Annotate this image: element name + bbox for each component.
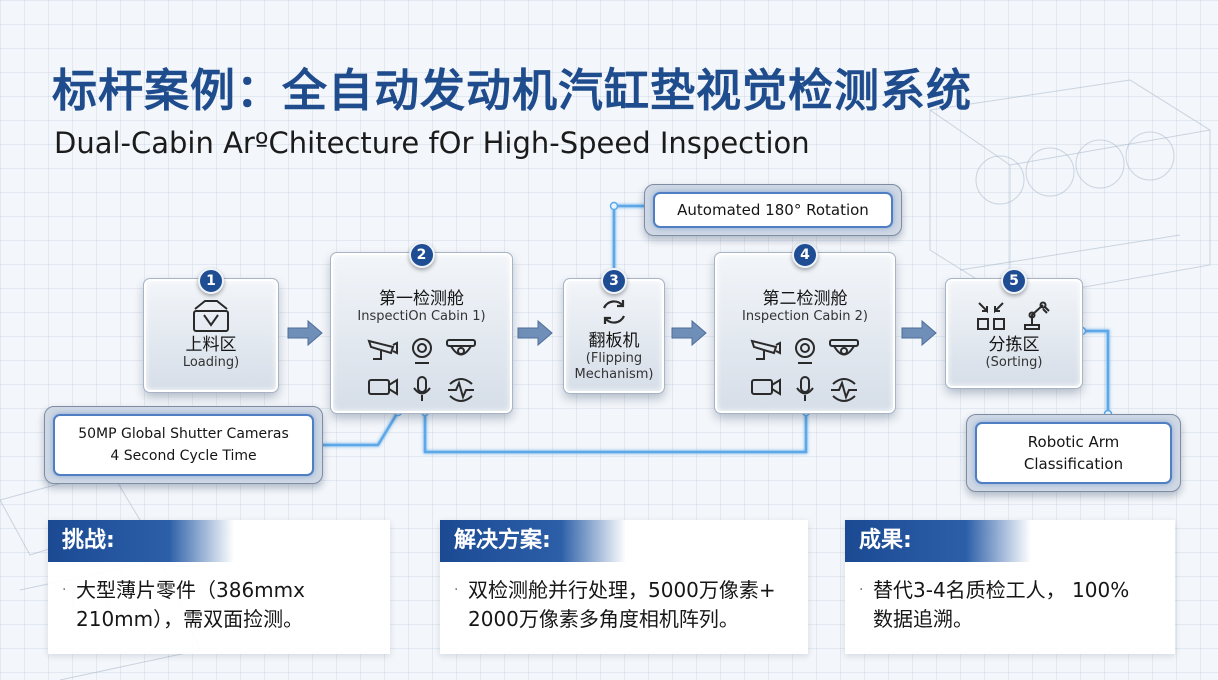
step-label-cn: 上料区 (185, 335, 237, 355)
callout-cameras: 50MP Global Shutter Cameras 4 Second Cyc… (44, 406, 323, 484)
connector-cameras (323, 411, 400, 447)
bullet-dot: · (859, 582, 864, 598)
step-label-en: (Flipping (585, 351, 643, 366)
panel-title: 挑战: (48, 520, 234, 562)
dome-camera-icon (445, 339, 476, 356)
microphone-icon (796, 376, 814, 401)
step-label-cn: 第二检测舱 (762, 289, 848, 309)
panel-line-1: 替代3-4名质检工人， 100% (873, 578, 1130, 602)
step-label-cn: 翻板机 (588, 331, 640, 351)
microphone-icon (412, 376, 431, 401)
step-sorting: 5 分拣区 (Sorting) (945, 268, 1083, 389)
panel-text: · 双检测舱并行处理，5000万像素+ 2000万像素多角度相机阵列。 (454, 576, 796, 634)
panel-line-2: 数据追溯。 (873, 607, 973, 631)
robot-arm-icon (1024, 301, 1050, 330)
camera-array (363, 337, 480, 403)
callout-robot-line2: Classification (1023, 455, 1124, 473)
sensor-icon (830, 378, 857, 402)
callout-rotation: Automated 180° Rotation (644, 184, 902, 236)
video-camera-icon (367, 378, 398, 396)
page-subtitle: Dual-Cabin ArºChitecture fOr High-Speed … (54, 126, 810, 160)
callout-rotation-text: Automated 180° Rotation (677, 201, 869, 219)
panel-line-1: 双检测舱并行处理，5000万像素+ (468, 578, 776, 602)
sensor-icon (447, 378, 474, 402)
sort-arrows-icon (977, 302, 1005, 330)
video-camera-icon (751, 378, 782, 396)
panel-text: · 替代3-4名质检工人， 100% 数据追溯。 (859, 576, 1163, 634)
step-badge-2: 2 (408, 242, 435, 268)
arrow-3-4 (671, 319, 707, 347)
step-inspection-cabin-2: 4 第二检测舱 Inspection Cabin 2) (714, 242, 896, 414)
webcam-icon (794, 338, 815, 364)
bullet-dot: · (454, 582, 459, 598)
step-flipping-mechanism: 3 翻板机 (Flipping Mechanism) (563, 268, 665, 394)
callout-cameras-line1: 50MP Global Shutter Cameras (78, 426, 289, 442)
step-loading: 1 上料区 Loading) (143, 268, 279, 393)
step-badge-4: 4 (792, 242, 818, 268)
callout-robot-line1: Robotic Arm (1027, 433, 1120, 451)
connector-robot (1082, 329, 1110, 414)
panel-line-2: 2000万像素多角度相机阵列。 (468, 607, 739, 631)
step-label-en: (Sorting) (985, 355, 1043, 370)
step-label-en: Loading) (182, 355, 240, 370)
callout-robot: Robotic Arm Classification (966, 414, 1181, 492)
panel-challenge: 挑战: · 大型薄片零件（386mmx 210mm），需双面捡测。 (48, 520, 390, 654)
panel-line-1: 大型薄片零件（386mmx (76, 578, 305, 602)
connector-rotation (612, 204, 646, 268)
server-tray-icon (193, 300, 229, 332)
arrow-2-3 (517, 319, 553, 347)
dome-camera-icon (828, 339, 859, 356)
step-badge-1: 1 (198, 268, 224, 294)
panel-title: 成果: (845, 520, 1031, 562)
callout-cameras-line2: 4 Second Cycle Time (110, 448, 257, 464)
panel-results: 成果: · 替代3-4名质检工人， 100% 数据追溯。 (845, 520, 1175, 654)
panel-title: 解决方案: (440, 520, 626, 562)
panel-text: · 大型薄片零件（386mmx 210mm），需双面捡测。 (62, 576, 378, 634)
step-label-en: InspectiOn Cabin 1) (357, 309, 486, 324)
webcam-icon (411, 338, 432, 364)
step-label-cn: 第一检测舱 (379, 289, 464, 309)
camera-array (747, 337, 863, 403)
page-title: 标杆案例：全自动发动机汽缸垫视觉检测系统 (52, 64, 973, 117)
step-badge-3: 3 (601, 268, 627, 294)
step-inspection-cabin-1: 2 第一检测舱 InspectiOn Cabin 1) (330, 242, 513, 414)
rotate-arrows-icon (602, 300, 626, 324)
cctv-camera-icon (366, 339, 398, 360)
step-label-en: Inspection Cabin 2) (742, 309, 868, 324)
connector-cabins (423, 412, 808, 454)
step-badge-5: 5 (1001, 268, 1027, 294)
cctv-camera-icon (750, 339, 782, 360)
arrow-1-2 (287, 319, 323, 347)
panel-line-2: 210mm），需双面捡测。 (76, 607, 304, 631)
arrow-4-5 (901, 319, 937, 347)
step-label-cn: 分拣区 (988, 335, 1040, 355)
bullet-dot: · (62, 582, 67, 598)
panel-solution: 解决方案: · 双检测舱并行处理，5000万像素+ 2000万像素多角度相机阵列… (440, 520, 808, 654)
step-label-en-2: Mechanism) (574, 367, 654, 382)
